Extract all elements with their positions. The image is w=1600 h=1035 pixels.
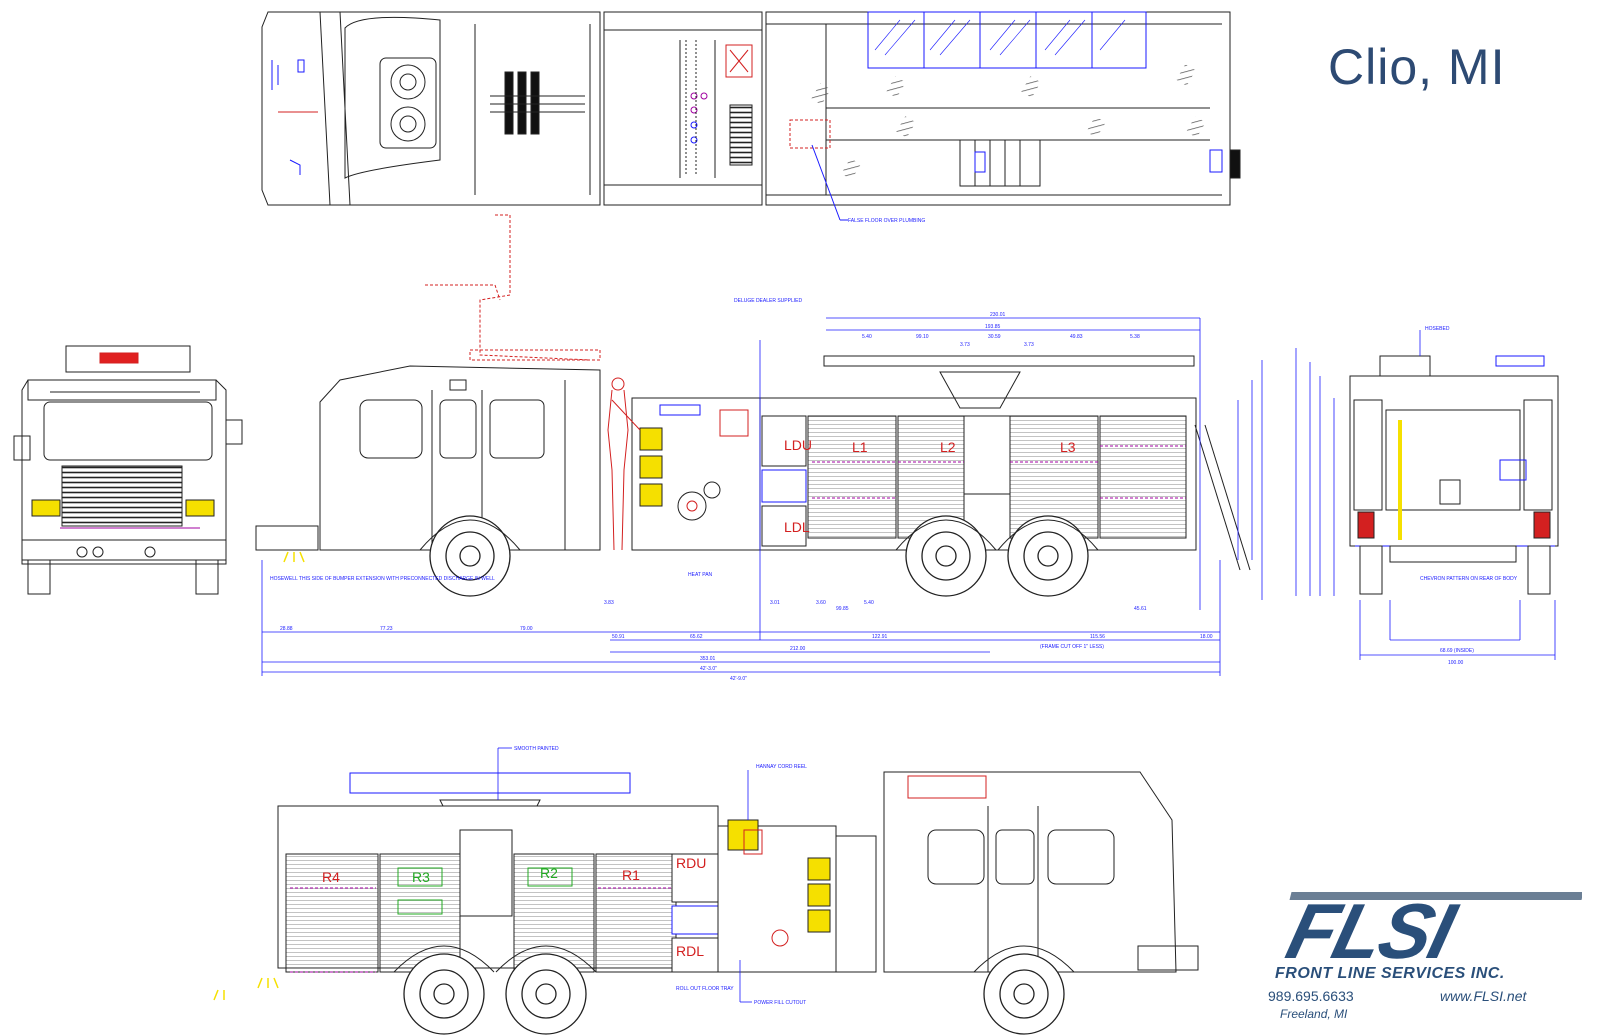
dimension-d20: 3.83 [604, 600, 614, 606]
dimension-d19: 353.01 [700, 656, 716, 662]
note-heat-pan: HEAT PAN [688, 572, 713, 578]
note-power-fill: POWER FILL CUTOUT [754, 1000, 806, 1006]
rear-elevation-view [1295, 330, 1559, 660]
front-elevation-view [13, 345, 243, 595]
logo-website: www.FLSI.net [1440, 988, 1527, 1004]
dimension-d10: 28.88 [280, 626, 293, 632]
dimension-lines [261, 317, 1263, 676]
dimension-wheelbase: 42'-3.0" [700, 666, 717, 672]
compartment-label-ldl: LDL [784, 519, 810, 535]
dimension-overall-length: 42'-9.0" [730, 676, 747, 682]
note-false-floor: FALSE FLOOR OVER PLUMBING [848, 218, 925, 224]
dimension-d3: 5.40 [862, 334, 872, 340]
dimension-d6: 30.59 [988, 334, 1001, 340]
note-smooth-painted-bottom: SMOOTH PAINTED [514, 746, 559, 752]
logo-location: Freeland, MI [1280, 1007, 1348, 1021]
dimension-d9: 5.38 [1130, 334, 1140, 340]
compartment-label-r2: R2 [540, 865, 558, 881]
dimension-d2: 193.85 [985, 324, 1001, 330]
dimension-d16: 115.56 [1090, 634, 1105, 640]
page-title: Clio, MI [1328, 39, 1506, 95]
dimension-d5: 3.73 [960, 342, 970, 348]
dimension-d25: 45.61 [1134, 606, 1147, 612]
logo-company-name: FRONT LINE SERVICES INC. [1275, 965, 1505, 982]
dimension-d24: 99.85 [836, 606, 849, 612]
note-hosebed: HOSEBED [1425, 326, 1450, 332]
dimension-d11: 77.23 [380, 626, 393, 632]
note-frame-cut-off: (FRAME CUT OFF 1" LESS) [1040, 644, 1104, 650]
dimension-d1: 230.01 [990, 312, 1006, 318]
compartment-label-r4: R4 [322, 869, 340, 885]
compartment-label-l3: L3 [1060, 439, 1076, 455]
dimension-d21: 3.01 [770, 600, 780, 606]
logo-phone: 989.695.6633 [1268, 988, 1354, 1004]
dimension-d18: 212.00 [790, 646, 806, 652]
dimension-d22: 5.40 [864, 600, 874, 606]
dimension-rear-width: 68.69 (INSIDE) [1440, 648, 1474, 654]
note-hannay-reel: HANNAY CORD REEL [756, 764, 807, 770]
officer-side-elevation [213, 747, 1199, 1035]
compartment-label-l1: L1 [852, 439, 868, 455]
dimension-d23: 3.60 [816, 600, 826, 606]
driver-side-elevation [255, 214, 1251, 597]
compartment-label-l2: L2 [940, 439, 956, 455]
note-roll-out-floor: ROLL OUT FLOOR TRAY [676, 986, 734, 992]
compartment-label-ldu: LDU [784, 437, 812, 453]
top-plan-view [261, 11, 1241, 221]
dimension-d14: 65.62 [690, 634, 703, 640]
compartment-label-r3: R3 [412, 869, 430, 885]
dimension-d17: 18.00 [1200, 634, 1213, 640]
svg-text:FLSI: FLSI [1279, 890, 1466, 975]
dimension-d12: 79.00 [520, 626, 533, 632]
note-hosewell: HOSEWELL THIS SIDE OF BUMPER EXTENSION W… [270, 576, 495, 582]
dimension-d7: 3.73 [1024, 342, 1034, 348]
dimension-d8: 49.83 [1070, 334, 1083, 340]
compartment-label-rdl: RDL [676, 943, 704, 959]
dimension-width: 100.00 [1448, 660, 1464, 666]
compartment-label-r1: R1 [622, 867, 640, 883]
note-deluge: DELUGE DEALER SUPPLIED [734, 298, 802, 304]
flsi-logo: FLSI [1279, 890, 1582, 975]
dimension-d4: 99.10 [916, 334, 929, 340]
note-chevron: CHEVRON PATTERN ON REAR OF BODY [1420, 576, 1518, 582]
compartment-label-rdu: RDU [676, 855, 706, 871]
dimension-d13: 50.91 [612, 634, 625, 640]
dimension-d15: 122.91 [872, 634, 888, 640]
